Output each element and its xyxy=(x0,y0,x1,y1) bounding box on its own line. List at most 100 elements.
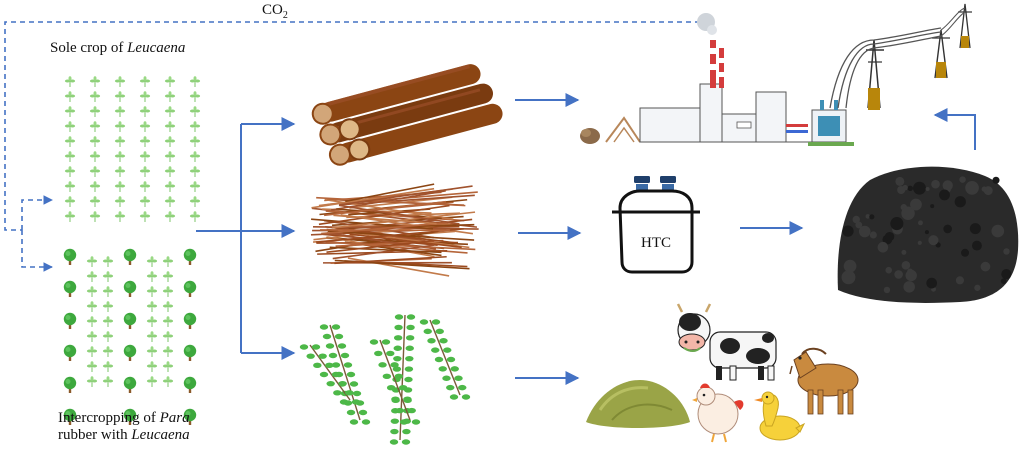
hydrochar-chunk xyxy=(971,240,982,251)
leaflet xyxy=(434,356,444,363)
seedling xyxy=(89,90,101,103)
fiber-strand xyxy=(334,255,447,265)
leaflet xyxy=(393,335,403,341)
fiber-pile-icon xyxy=(310,183,479,277)
sole-crop-label: Sole crop of Leucaena xyxy=(50,40,185,57)
intercrop-line2-species: Leucaena xyxy=(131,427,190,443)
hydrochar-chunk xyxy=(942,180,953,191)
seedling xyxy=(89,210,101,223)
leaflet xyxy=(331,324,341,330)
seedling xyxy=(114,180,126,193)
hydrochar-chunk xyxy=(1003,248,1010,255)
leaflet xyxy=(393,345,402,351)
intercrop-line2-prefix: rubber with xyxy=(58,427,132,443)
hydrochar-chunk xyxy=(1000,278,1007,285)
rubber-tree xyxy=(183,344,197,361)
hydrochar-chunk xyxy=(969,223,981,235)
leaflet xyxy=(403,396,412,402)
rubber-tree xyxy=(183,248,197,265)
seedling xyxy=(139,150,151,163)
seedling xyxy=(164,165,176,178)
seedling xyxy=(114,120,126,133)
hydrochar-chunk xyxy=(917,240,922,245)
leaflet xyxy=(390,418,400,424)
seedling xyxy=(89,165,101,178)
seedling xyxy=(139,180,151,193)
leaflet xyxy=(407,407,416,414)
leaflet xyxy=(431,347,440,353)
hydrochar-chunk xyxy=(907,185,913,191)
leaflet xyxy=(319,324,329,330)
leaflet xyxy=(450,366,459,372)
leaflet xyxy=(442,375,451,381)
intercrop-line1-prefix: Intercropping of xyxy=(58,410,160,426)
leaflet xyxy=(446,356,456,363)
seedling xyxy=(189,180,201,193)
hydrochar-chunk xyxy=(865,214,871,219)
leaflet xyxy=(299,344,309,350)
leaflet xyxy=(398,385,408,391)
hydrochar-chunk xyxy=(910,198,922,211)
leaflet xyxy=(419,319,429,325)
hydrochar-chunk xyxy=(890,217,904,231)
leaflet xyxy=(349,419,359,425)
seedling xyxy=(146,315,158,328)
leaflet xyxy=(331,362,341,368)
rubber-tree xyxy=(123,312,137,329)
leaflet xyxy=(325,362,334,369)
fiber-strand xyxy=(326,239,435,253)
seedling xyxy=(139,90,151,103)
seedling xyxy=(162,330,174,343)
hydrochar-chunk xyxy=(877,241,889,253)
hydrochar-chunk xyxy=(930,204,935,209)
hydrochar-chunk xyxy=(885,266,892,274)
leaflet xyxy=(349,381,359,387)
hydrochar-chunk xyxy=(855,221,863,229)
leaflet xyxy=(390,362,399,368)
seedling xyxy=(189,210,201,223)
hydrochar-chunk xyxy=(858,225,871,238)
leaflet xyxy=(339,399,349,405)
seedling xyxy=(146,345,158,358)
seedling xyxy=(164,90,176,103)
wood-logs-icon xyxy=(311,64,503,166)
leaflet xyxy=(326,380,335,387)
power-lines-icon xyxy=(829,3,972,110)
hydrochar-chunk xyxy=(907,268,913,275)
seedling xyxy=(114,150,126,163)
hydrochar-chunk xyxy=(928,235,939,246)
leaflet xyxy=(394,314,404,320)
leaflet xyxy=(389,439,399,445)
fiber-strand xyxy=(318,204,450,226)
sole-crop-species: Leucaena xyxy=(127,40,186,56)
hydrochar-chunk xyxy=(943,224,952,234)
process-arrows xyxy=(515,93,976,385)
co2-subscript: 2 xyxy=(282,10,288,21)
cow-icon xyxy=(676,303,777,381)
leaflet xyxy=(404,376,413,383)
hydrochar-chunk xyxy=(974,284,981,291)
rubber-tree xyxy=(183,280,197,297)
hydrochar-chunk xyxy=(981,186,987,192)
hydrochar-chunk xyxy=(883,286,891,294)
hydrochar-chunk xyxy=(939,189,950,201)
seedling xyxy=(164,135,176,148)
seedling xyxy=(162,270,174,283)
seedling xyxy=(114,75,126,88)
seedling xyxy=(162,360,174,373)
hydrochar-chunk xyxy=(897,185,906,195)
leaflet xyxy=(328,352,338,359)
seedling xyxy=(189,135,201,148)
seedling xyxy=(164,195,176,208)
seedling xyxy=(114,195,126,208)
seedling xyxy=(64,75,76,88)
hydrochar-chunk xyxy=(903,281,915,293)
leaflet xyxy=(435,328,444,335)
leaflet xyxy=(346,409,356,416)
hydrochar-chunk xyxy=(991,224,1005,238)
sole-crop-prefix: Sole crop of xyxy=(50,40,128,56)
seedling xyxy=(102,315,114,328)
seedling xyxy=(164,150,176,163)
seedling xyxy=(89,195,101,208)
